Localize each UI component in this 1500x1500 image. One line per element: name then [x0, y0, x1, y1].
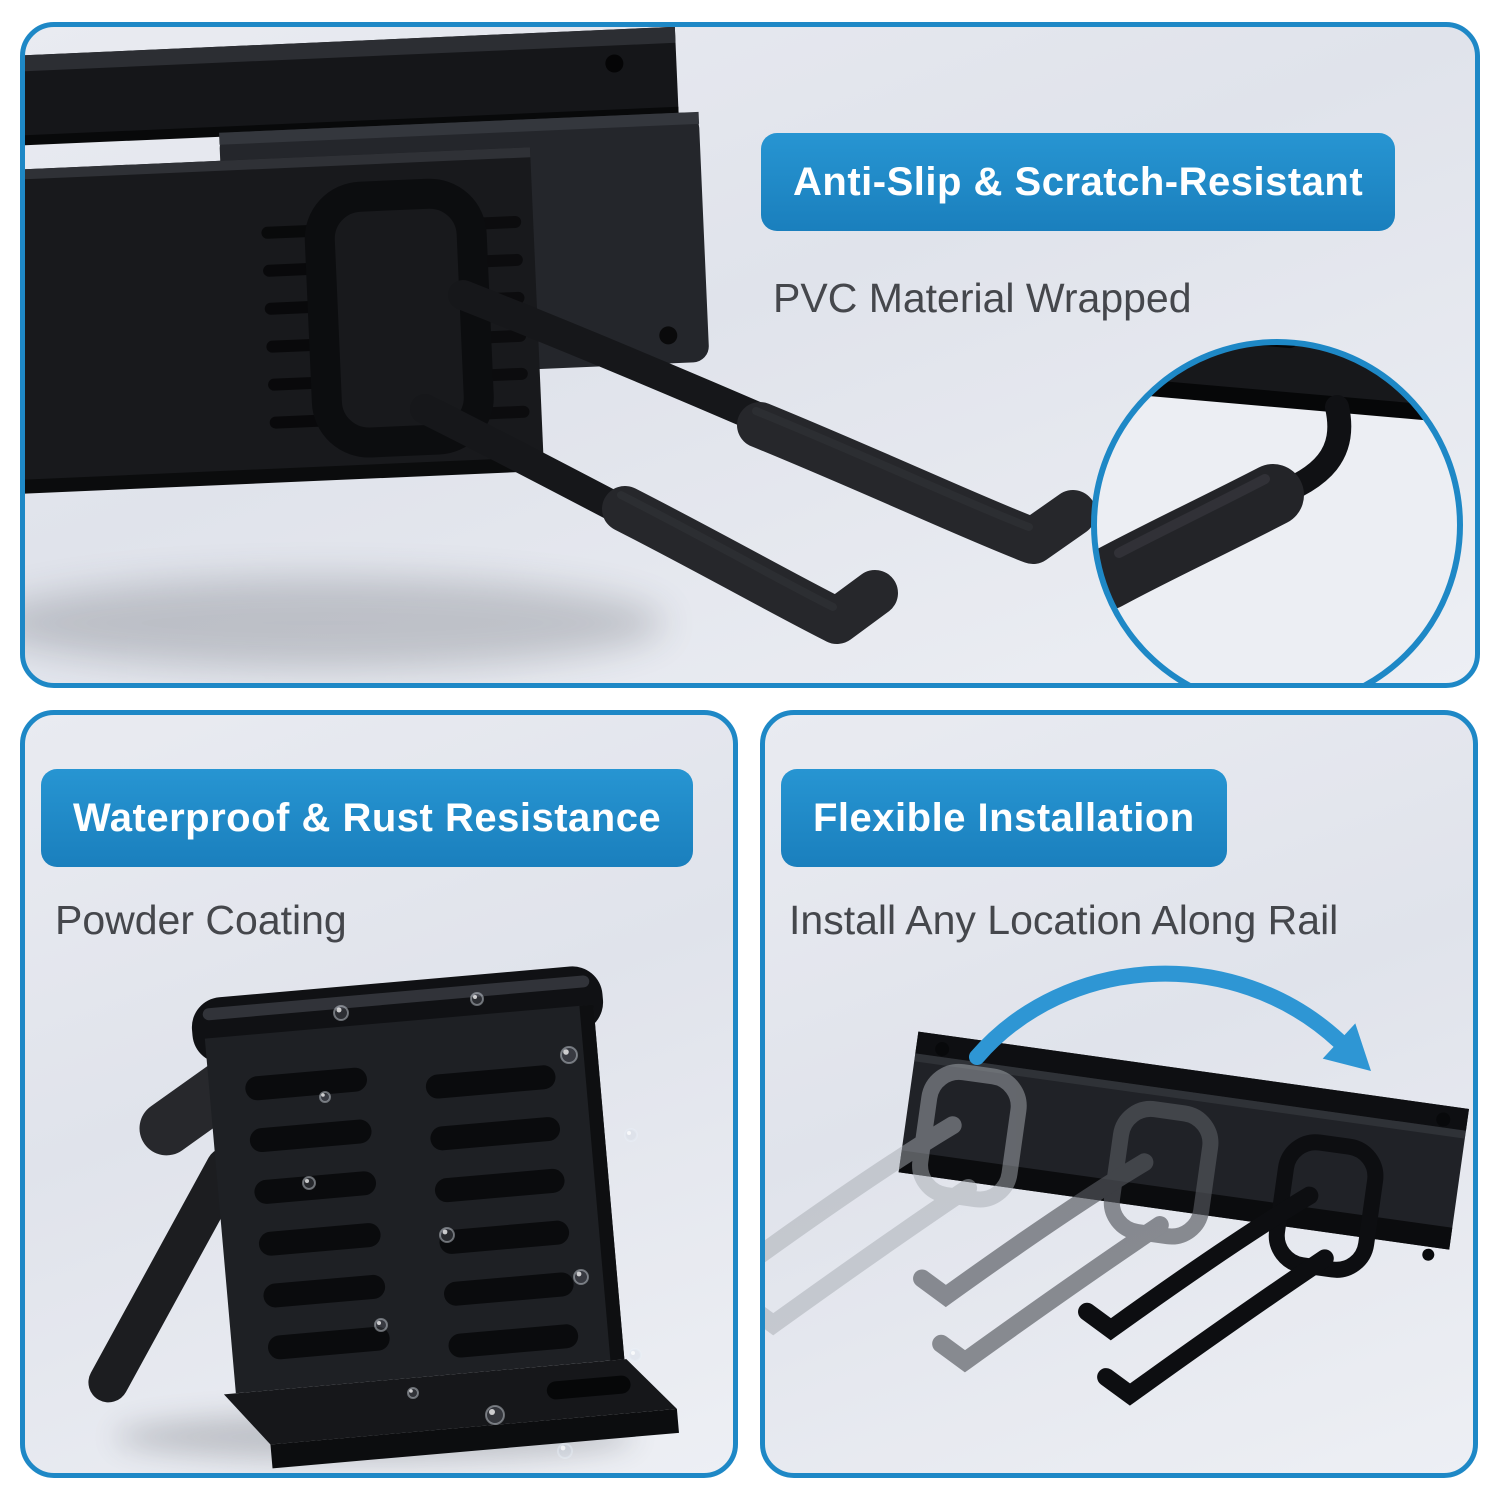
curved-arrow-icon [969, 965, 1371, 1071]
vent-slots-left [245, 1067, 390, 1360]
rail-rib-slots [261, 224, 324, 429]
zoom-circle-border [1091, 339, 1463, 683]
waterproof-title-badge: Waterproof & Rust Resistance [41, 769, 694, 867]
ghost-hook-position-2 [913, 1100, 1219, 1373]
panel-flexible-installation: Flexible Installation Install Any Locati… [760, 710, 1478, 1478]
vent-slots-right [425, 1065, 579, 1358]
panel-waterproof: Waterproof & Rust Resistance Powder Coat… [20, 710, 738, 1478]
anti-slip-title-badge: Anti-Slip & Scratch-Resistant [761, 133, 1396, 231]
sliding-rail-illustration [765, 965, 1469, 1406]
flexible-install-title: Flexible Installation [813, 796, 1195, 840]
panel-anti-slip: Anti-Slip & Scratch-Resistant PVC Materi… [20, 22, 1480, 688]
flexible-install-subtitle: Install Any Location Along Rail [789, 897, 1339, 943]
mounting-rail [25, 27, 709, 495]
pvc-wrap-zoom-circle [1091, 339, 1463, 683]
pvc-wrapped-prongs [410, 280, 1096, 644]
ghost-hook-position-1 [765, 1063, 1027, 1336]
waterproof-title: Waterproof & Rust Resistance [73, 796, 662, 840]
rail-hook-illustration [25, 27, 1463, 683]
powder-coated-bracket-illustration [88, 966, 679, 1469]
flexible-install-title-badge: Flexible Installation [781, 769, 1227, 867]
bracket-arm [88, 1147, 247, 1403]
rail-shadow [25, 577, 665, 669]
anti-slip-subtitle: PVC Material Wrapped [773, 275, 1192, 321]
water-droplets [302, 992, 642, 1459]
powder-coated-bracket [88, 966, 679, 1469]
anti-slip-title: Anti-Slip & Scratch-Resistant [793, 160, 1364, 204]
rail-rib-slots-right [475, 215, 530, 420]
waterproof-subtitle: Powder Coating [55, 897, 347, 943]
solid-hook [1078, 1134, 1384, 1406]
slide-rail [765, 1031, 1469, 1406]
